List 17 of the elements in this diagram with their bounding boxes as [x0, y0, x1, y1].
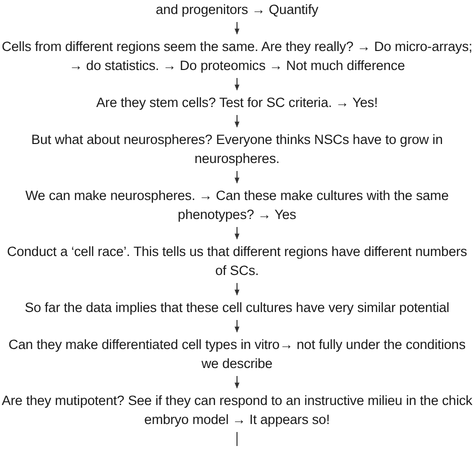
step-text: Are they stem cells? Test for SC criteria. → Yes! [96, 94, 378, 112]
step-text: Are they mutipotent? See if they can respond to an instructive milieu in the chick embryo model → It appears so! [0, 392, 474, 429]
step-text: Can they make differentiated cell types in vitro→ not fully under the conditions we describe [7, 336, 466, 373]
arrow [234, 320, 240, 333]
arrow [234, 22, 240, 35]
arrow [234, 226, 240, 240]
step-text: So far the data implies that these cell cultures have very similar potential [24, 299, 450, 317]
step-text: But what about neurospheres? Everyone thinks NSCs have to grow in neurospheres. [30, 131, 444, 168]
step-text: We can make neurospheres. → Can these make cultures with the same phenotypes? → Yes [24, 187, 450, 224]
arrow [234, 170, 240, 184]
step-text: and progenitors → Quantify [156, 1, 318, 19]
arrow [234, 376, 240, 389]
arrow [234, 114, 240, 128]
step-text: Cells from different regions seem the same. Are they really? → Do micro-arrays; → do statistics. → Do proteomics → Not much difference [0, 38, 474, 75]
arrow [234, 282, 240, 296]
step-text: Conduct a ‘cell race’. This tells us that different regions have different numbers of SCs. [6, 243, 468, 280]
arrow [234, 78, 240, 91]
